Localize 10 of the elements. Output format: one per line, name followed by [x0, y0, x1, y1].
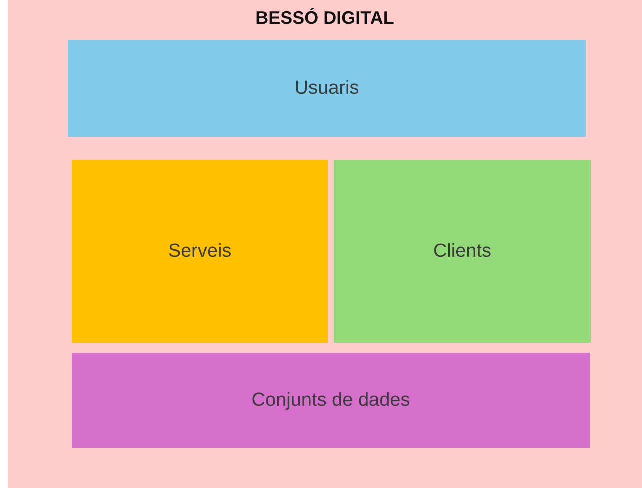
layer-label: Serveis [168, 240, 232, 262]
layer-label: Clients [433, 240, 492, 262]
panel-heading: BESSÓ DIGITAL [254, 8, 396, 29]
layer-box [72, 353, 590, 448]
layer-box [68, 40, 586, 137]
layer-box [334, 160, 591, 343]
layer-label: Usuaris [294, 78, 360, 100]
diagram-panel [8, 0, 642, 488]
layer-box [72, 160, 328, 343]
layer-label: Conjunts de dades [252, 390, 410, 412]
